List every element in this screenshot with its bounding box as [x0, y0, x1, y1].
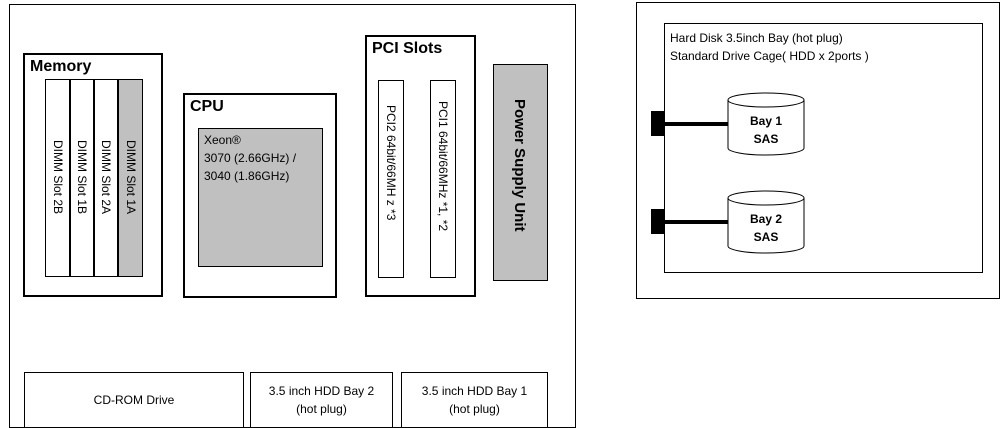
pci-slot-2-label: PCI2 64bit/66MH z *3: [384, 105, 398, 221]
cd-rom-drive-label: CD-ROM Drive: [93, 393, 175, 407]
pci-slot-1-label: PCI1 64bit/66MHz *1, *2: [436, 101, 450, 232]
pci-slot-1: PCI1 64bit/66MHz *1, *2: [430, 80, 456, 278]
cpu-processor-info: Xeon® 3070 (2.66GHz) / 3040 (1.86GHz): [204, 131, 296, 185]
power-supply-unit: Power Supply Unit: [493, 64, 548, 281]
disk-bay-2-type: SAS: [753, 230, 779, 244]
dimm-slot-2b-label: DIMM Slot 2B: [51, 140, 65, 215]
cd-rom-drive: CD-ROM Drive: [24, 372, 244, 428]
dimm-slot-2b: DIMM Slot 2B: [45, 79, 70, 277]
drive-cage-header-line: Hard Disk 3.5inch Bay (hot plug): [670, 31, 843, 45]
cpu-title: CPU: [190, 98, 224, 115]
cpu-processor-line: 3040 (1.86GHz): [204, 169, 290, 183]
hdd-bay-1-line: (hot plug): [449, 402, 500, 416]
hdd-bay-2-line: 3.5 inch HDD Bay 2: [268, 384, 375, 398]
dimm-slot-1b: DIMM Slot 1B: [70, 79, 94, 277]
dimm-slot-1a-label: DIMM Slot 1A: [124, 140, 138, 215]
drive-cage-header: Hard Disk 3.5inch Bay (hot plug) Standar…: [670, 29, 869, 65]
disk-bay-1-name: Bay 1: [749, 114, 783, 128]
power-supply-label: Power Supply Unit: [511, 99, 528, 232]
pci-slot-2: PCI2 64bit/66MH z *3: [378, 80, 404, 278]
disk-bay-1-label: Bay 1 SAS: [728, 112, 804, 148]
hdd-bay-2-line: (hot plug): [296, 402, 347, 416]
disk-bay-1-type: SAS: [753, 132, 779, 146]
drive-cage-header-line: Standard Drive Cage( HDD x 2ports ): [670, 49, 869, 63]
disk-bay-2-label: Bay 2 SAS: [728, 210, 804, 246]
dimm-slot-1b-label: DIMM Slot 1B: [75, 140, 89, 215]
cpu-processor-line: 3070 (2.66GHz) /: [204, 151, 297, 165]
hdd-bay-1-front: 3.5 inch HDD Bay 1 (hot plug): [401, 372, 548, 428]
hdd-bay-1-line: 3.5 inch HDD Bay 1: [421, 384, 528, 398]
dimm-slot-1a: DIMM Slot 1A: [118, 79, 143, 277]
cpu-processor-line: Xeon®: [204, 133, 241, 147]
dimm-slot-2a-label: DIMM Slot 2A: [99, 140, 113, 215]
hdd-bay-2-front: 3.5 inch HDD Bay 2 (hot plug): [250, 372, 393, 428]
disk-bay-2-name: Bay 2: [749, 212, 783, 226]
dimm-slot-2a: DIMM Slot 2A: [94, 79, 118, 277]
memory-title: Memory: [30, 58, 92, 75]
cpu-chip: Xeon® 3070 (2.66GHz) / 3040 (1.86GHz): [198, 128, 323, 267]
drive-cage: Hard Disk 3.5inch Bay (hot plug) Standar…: [664, 23, 983, 273]
pci-slots-title: PCI Slots: [372, 40, 443, 57]
